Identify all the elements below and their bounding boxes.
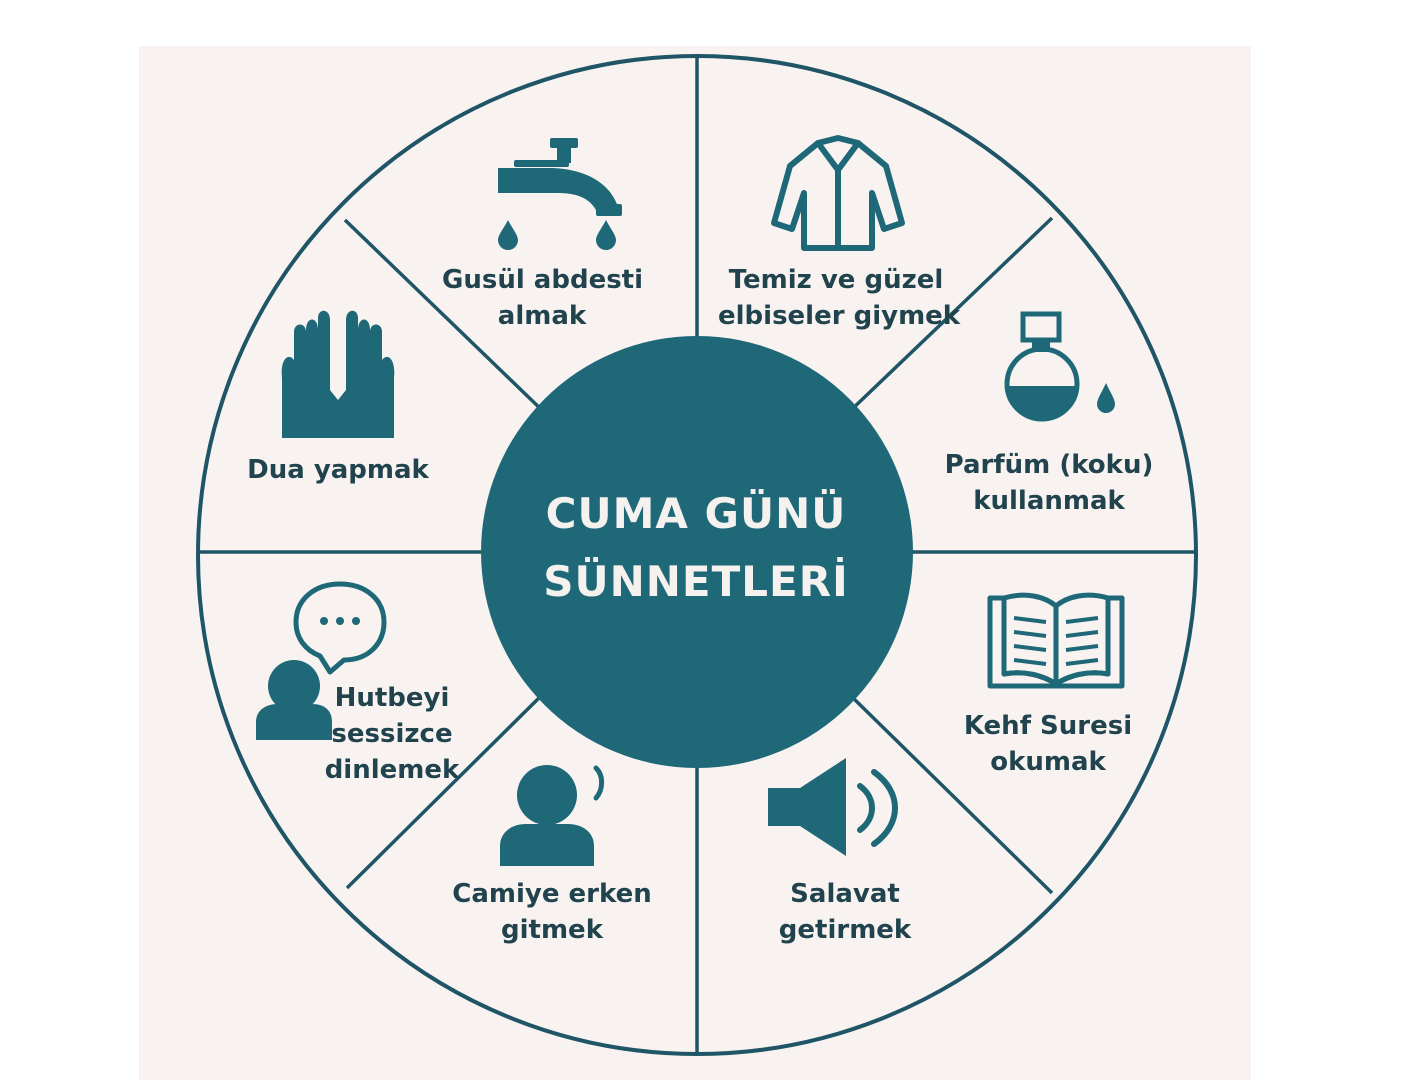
book-icon — [987, 592, 1125, 689]
label-parfum: Parfüm (koku) kullanmak — [944, 450, 1154, 516]
center-title: CUMA GÜNÜ SÜNNETLERİ — [500, 480, 892, 616]
speaker-icon — [768, 758, 898, 856]
person-icon — [500, 765, 605, 866]
label-gusul: Gusül abdesti almak — [442, 265, 644, 331]
shirt-icon — [771, 135, 905, 251]
listener-icon — [256, 581, 387, 740]
faucet-icon — [498, 138, 622, 250]
praying-hands-icon — [281, 310, 395, 438]
divider-top-left — [343, 218, 548, 416]
segment-dividers — [198, 56, 1196, 1054]
divider-bottom-left — [345, 690, 547, 890]
center-disc — [481, 336, 913, 768]
label-hutbe: Hutbeyi sessizce dinlemek — [324, 683, 460, 785]
perfume-icon — [1004, 311, 1115, 422]
divider-top-right — [846, 216, 1054, 415]
center-title-line1: CUMA GÜNÜ — [545, 489, 847, 538]
divider-bottom-right — [846, 691, 1054, 895]
label-kehf: Kehf Suresi okumak — [963, 711, 1133, 777]
label-temiz-elbise: Temiz ve güzel elbiseler giymek — [718, 265, 961, 331]
center-title-line2: SÜNNETLERİ — [543, 557, 849, 606]
label-dua: Dua yapmak — [247, 455, 429, 485]
label-salavat: Salavat getirmek — [778, 879, 912, 945]
label-camiye-erken: Camiye erken gitmek — [452, 879, 652, 945]
